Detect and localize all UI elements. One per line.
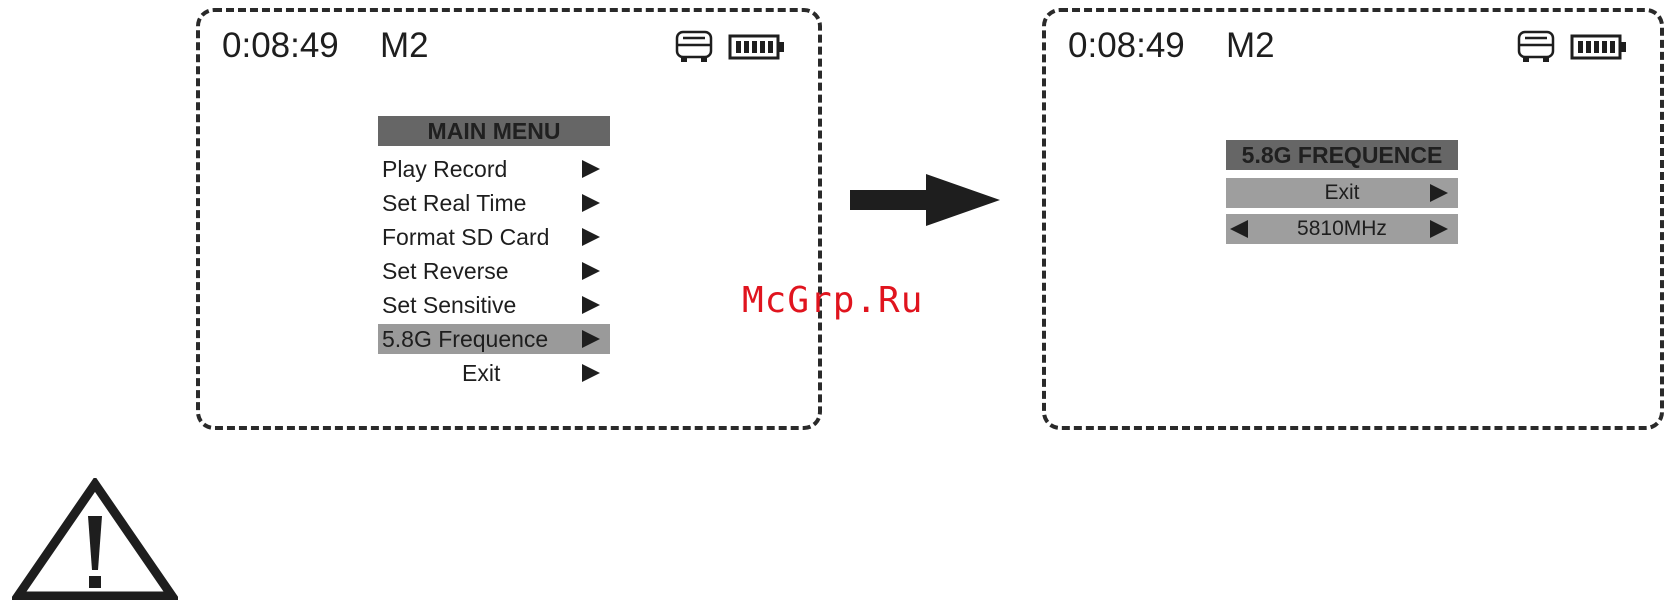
- status-mode: M2: [380, 28, 429, 63]
- frequence-menu-title: 5.8G FREQUENCE: [1226, 140, 1458, 170]
- status-icons: [674, 30, 786, 64]
- arrow-right-icon: [582, 330, 600, 348]
- status-mode: M2: [1226, 28, 1275, 63]
- warning-icon: [12, 478, 178, 600]
- arrow-right-icon: [582, 228, 600, 246]
- arrow-right-icon: [582, 262, 600, 280]
- arrow-right-icon: [582, 160, 600, 178]
- menu-item-label: Format SD Card: [382, 222, 549, 252]
- watermark-text: McGrp.Ru: [742, 280, 923, 321]
- menu-item-label: Set Reverse: [382, 256, 509, 286]
- arrow-right-icon[interactable]: [1430, 220, 1448, 238]
- arrow-right-icon: [1430, 184, 1448, 202]
- vehicle-icon: [1516, 30, 1556, 64]
- menu-item-exit[interactable]: Exit: [378, 358, 610, 388]
- left-screen: 0:08:49 M2 MAIN MENU Play Record Set Rea…: [196, 8, 822, 430]
- frequency-value: 5810MHz: [1297, 217, 1387, 240]
- battery-icon: [728, 32, 786, 62]
- status-icons: [1516, 30, 1628, 64]
- arrow-right-icon: [582, 296, 600, 314]
- menu-item-set-reverse[interactable]: Set Reverse: [378, 256, 610, 286]
- exit-label: Exit: [1324, 181, 1359, 204]
- battery-icon: [1570, 32, 1628, 62]
- menu-item-label: Set Sensitive: [382, 290, 516, 320]
- status-time: 0:08:49: [1068, 28, 1185, 63]
- vehicle-icon: [674, 30, 714, 64]
- status-time: 0:08:49: [222, 28, 339, 63]
- transition-arrow-icon: [850, 172, 1002, 228]
- menu-item-set-real-time[interactable]: Set Real Time: [378, 188, 610, 218]
- menu-item-5-8g-frequence[interactable]: 5.8G Frequence: [378, 324, 610, 354]
- frequency-selector[interactable]: 5810MHz: [1226, 214, 1458, 244]
- menu-item-set-sensitive[interactable]: Set Sensitive: [378, 290, 610, 320]
- menu-item-format-sd-card[interactable]: Format SD Card: [378, 222, 610, 252]
- arrow-right-icon: [582, 364, 600, 382]
- arrow-left-icon[interactable]: [1230, 220, 1248, 238]
- arrow-right-icon: [582, 194, 600, 212]
- main-menu-title: MAIN MENU: [378, 116, 610, 146]
- menu-item-label: Play Record: [382, 154, 507, 184]
- menu-item-label: 5.8G Frequence: [382, 324, 548, 354]
- menu-item-label: Exit: [462, 358, 500, 388]
- frequence-exit-button[interactable]: Exit: [1226, 178, 1458, 208]
- right-screen: 0:08:49 M2 5.8G FREQUENCE Exit 5810MHz: [1042, 8, 1664, 430]
- menu-item-label: Set Real Time: [382, 188, 526, 218]
- menu-item-play-record[interactable]: Play Record: [378, 154, 610, 184]
